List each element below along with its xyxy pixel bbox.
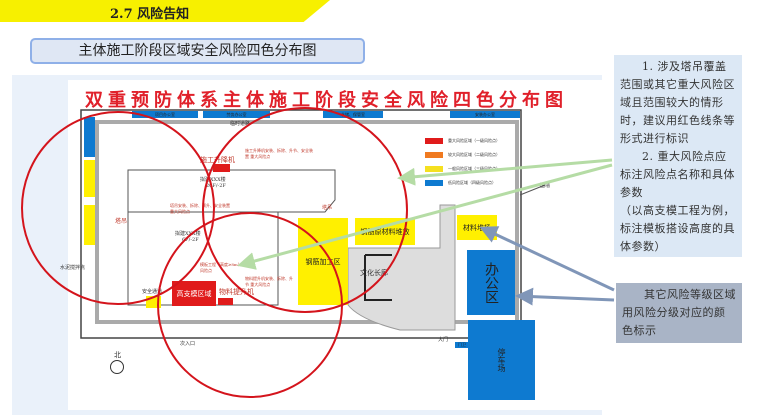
- office-3: 仓储、保管室: [323, 111, 383, 118]
- building1-name: 拟建XXX楼: [200, 177, 226, 183]
- crane-label: 塔吊: [115, 218, 128, 225]
- callout-text-4: 其它风险等级区域用风险分级对应的颜色标示: [622, 288, 736, 337]
- mixer-label: 水泥搅拌点: [60, 265, 86, 271]
- office-4: 安装办公室: [450, 111, 520, 118]
- main-gate-label: 大门: [438, 337, 449, 343]
- legend-item: 较大风险区域（二级风险点）: [425, 148, 500, 162]
- legend-swatch: [425, 166, 443, 172]
- left-yellow-block-1: [84, 160, 95, 197]
- building2-floors: 6F/-2F: [182, 237, 199, 243]
- culture-label: 文化长廊: [360, 269, 388, 277]
- formwork-note: 模板工程（高度≥8m）重大风险点: [200, 262, 250, 273]
- office-2: 劳务办公室: [203, 111, 270, 118]
- material-hoist-label: 物料提升机: [219, 288, 254, 296]
- high-formwork-zone: 高支模区域: [172, 281, 216, 306]
- callout-text-3: （以高支模工程为例，标注模板搭设高度的具体参数）: [620, 204, 735, 253]
- map-title: 双重预防体系主体施工阶段安全风险四色分布图: [85, 90, 568, 111]
- crane-label-2: 塔吊: [322, 205, 333, 211]
- rebar-area: 钢筋加工区: [298, 218, 348, 305]
- subtitle-box: 主体施工阶段区域安全风险四色分布图: [30, 38, 365, 64]
- crane-note: 塔吊安装、拆除、顶升、安全装置 重大风险点: [170, 203, 230, 214]
- left-blue-block: [84, 117, 95, 157]
- legend-item: 一般风险区域（三级风险点）: [425, 162, 500, 176]
- side-entrance-label: 次入口: [180, 341, 196, 347]
- safety-passage-zone: [146, 296, 161, 308]
- parking-area: 停车场: [468, 320, 535, 400]
- legend: 重大风险区域（一级风险点） 较大风险区域（二级风险点） 一般风险区域（三级风险点…: [425, 134, 500, 190]
- north-arrow-icon: [110, 360, 124, 374]
- section-title: 2.7 风险告知: [110, 7, 190, 22]
- material-hoist-note: 物料提升机安装、拆除、升节 重大风险点: [245, 276, 293, 287]
- office-area: 办公区: [467, 250, 515, 315]
- callout-other-risk: 其它风险等级区域用风险分级对应的颜色标示: [616, 283, 742, 343]
- road-label: 临时道路: [230, 121, 251, 127]
- building2-name: 拟建XXX楼: [175, 231, 201, 237]
- office-1: 项目办公室: [132, 111, 198, 118]
- legend-item: 低风险区域（四级风险点）: [425, 176, 500, 190]
- hoist-note: 施工升降机安装、拆除、升节、安全装置 重大风险点: [245, 148, 313, 159]
- material-yard: 材料堆场: [457, 215, 497, 240]
- north-label: 北: [114, 351, 121, 359]
- hoist-zone: [213, 164, 230, 172]
- left-yellow-block-2: [84, 205, 95, 245]
- safety-passage-label: 安全通道: [142, 289, 163, 295]
- legend-item: 重大风险区域（一级风险点）: [425, 134, 500, 148]
- fence-label: 围墙: [540, 183, 551, 189]
- legend-swatch: [425, 180, 443, 186]
- building1-floors: 20F/-2F: [206, 183, 226, 189]
- section-header: 2.7 风险告知: [0, 0, 330, 22]
- legend-swatch: [425, 138, 443, 144]
- guard-box: 门卫: [455, 342, 469, 348]
- rebar-storage: 钢筋原材料堆放: [355, 218, 415, 245]
- material-hoist-zone: [218, 298, 233, 305]
- callout-text-1: 1. 涉及塔吊覆盖范围或其它重大风险区域且范围较大的情形时，建议用红色线条等形式…: [620, 60, 735, 145]
- callout-text-2: 2. 重大风险点应标注风险点名称和具体参数: [620, 150, 735, 199]
- callout-major-risk: 1. 涉及塔吊覆盖范围或其它重大风险区域且范围较大的情形时，建议用红色线条等形式…: [614, 55, 742, 257]
- legend-swatch: [425, 152, 443, 158]
